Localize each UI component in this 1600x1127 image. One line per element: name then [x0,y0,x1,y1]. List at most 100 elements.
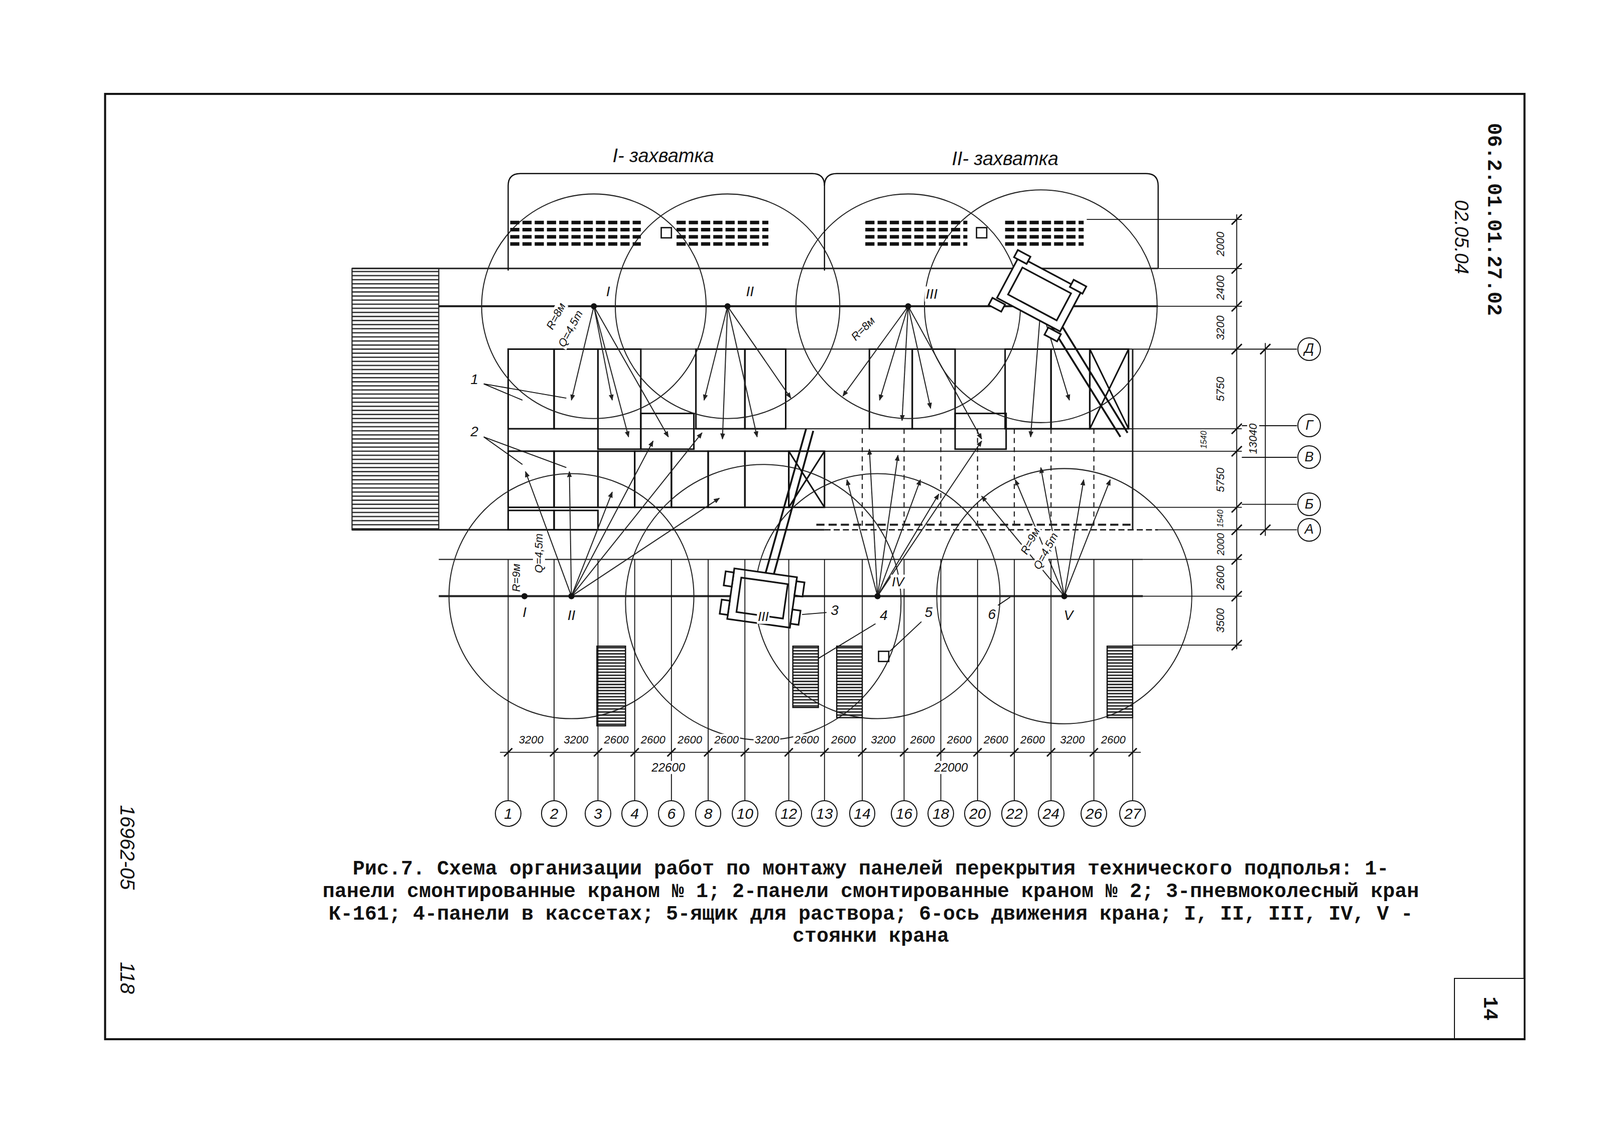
cassettes [596,645,1133,726]
drawing-part [676,222,769,244]
drawing-label: 13040 [1247,422,1260,456]
drawing-label: 2600 [908,733,936,746]
drawing-label: 2600 [1214,564,1227,591]
drawing-part [904,303,911,310]
drawing-part [351,268,439,530]
axis-bubble: 24 [1037,800,1065,827]
drawing-part [521,592,528,599]
crane-reach [449,189,1192,740]
drawing-part [901,306,908,421]
drawing-part [483,436,567,468]
drawing-label: 1 [469,371,480,388]
drawing-part [802,612,827,615]
drawing-part [877,493,940,596]
node-text: Б [1304,496,1314,512]
drawing-part [571,432,703,596]
drawing-part [1015,479,1065,597]
node-text: А [1304,521,1314,538]
node-text: 2 [550,805,559,822]
drawing-part [818,623,876,658]
node-text: Д [1304,341,1314,357]
drawing-part [554,451,598,508]
drawing-label: 06.2.01.01.27.02 [1482,121,1505,317]
crane-stations [521,303,1068,600]
drawing-label: III [924,286,939,302]
drawing-part [997,256,1083,332]
drawing-part [503,748,1137,757]
drawing-label: IV [890,574,906,590]
drawing-label: II [566,607,577,624]
axis-bubble: 20 [964,800,991,827]
axis-bubble: А [1297,517,1321,542]
node-text: 18 [932,805,950,822]
drawing-part [842,306,908,396]
drawing-label: 22600 [650,760,687,774]
drawing-label: 3200 [517,733,545,746]
drawing-part [597,348,641,449]
drawing-part [596,645,626,726]
drawing-part [981,495,1065,596]
axis-bubble: 14 [849,800,876,827]
drawing-part [499,751,1141,753]
node-text: 8 [704,805,713,822]
drawing-label: 5750 [1214,375,1227,403]
drawing-part [1260,343,1271,535]
drawing-part [865,222,968,244]
node-text: 16 [895,805,913,822]
drawing-part [597,451,635,508]
drawing-part [912,348,956,429]
drawing-part [836,645,863,718]
figure-caption: Рис.7. Схема организации работ по монтаж… [318,858,1423,949]
grip-brackets [508,173,1159,271]
drawing-part [1008,267,1072,321]
drawing-part [569,471,572,596]
axis-bubble: 12 [775,800,803,827]
drawing-part [908,306,982,439]
drawing-label: 2 [469,424,480,440]
axis-bubble: Г [1297,413,1321,438]
drawing-label: 2600 [639,733,667,746]
drawing-part [1231,214,1242,650]
drawing-part [1064,479,1111,597]
node-text: 24 [1042,805,1059,822]
drawing-label: I [605,284,612,300]
drawing-part [634,451,672,508]
drawing-label: 3200 [869,733,897,746]
drawing-part [719,599,730,615]
drawing-part [1060,592,1068,599]
node-text: 14 [853,805,871,822]
drawing-part [1030,306,1041,437]
axis-bubble: 18 [927,800,955,827]
axis-bubble: Д [1297,337,1321,361]
drawing-label: 5750 [1214,466,1227,493]
node-text: 10 [736,805,754,822]
drawing-part [760,428,814,594]
drawing-label: 6 [986,606,997,623]
drawing-label: 1540 [1216,508,1226,529]
drawing-label: III [756,609,770,624]
drawing-part [640,413,695,450]
drawing-label: Q=4,5т [532,532,545,575]
dimension-lines [499,214,1297,800]
axis-bubble: 26 [1080,800,1108,827]
drawing-label: R=9м [510,562,523,593]
drawing-part [104,93,1525,1039]
node-text: 13 [816,805,833,822]
drawing-label: 118 [116,960,139,995]
drawing-part [878,650,889,661]
drawing-part [483,383,567,401]
axis-bubble: 27 [1119,800,1146,827]
drawing-part [508,510,555,530]
drawing-part [1064,479,1085,597]
node-text: 12 [780,805,797,822]
drawing-part [744,451,789,508]
drawing-part [554,510,598,530]
drawing-part [1264,342,1266,536]
drawing-part [988,249,1087,342]
axis-bubble: 22 [1001,800,1028,827]
drawing-label: 1540 [1199,429,1209,450]
crane-bottom [719,428,814,629]
drawing-label: 2600 [982,733,1010,746]
